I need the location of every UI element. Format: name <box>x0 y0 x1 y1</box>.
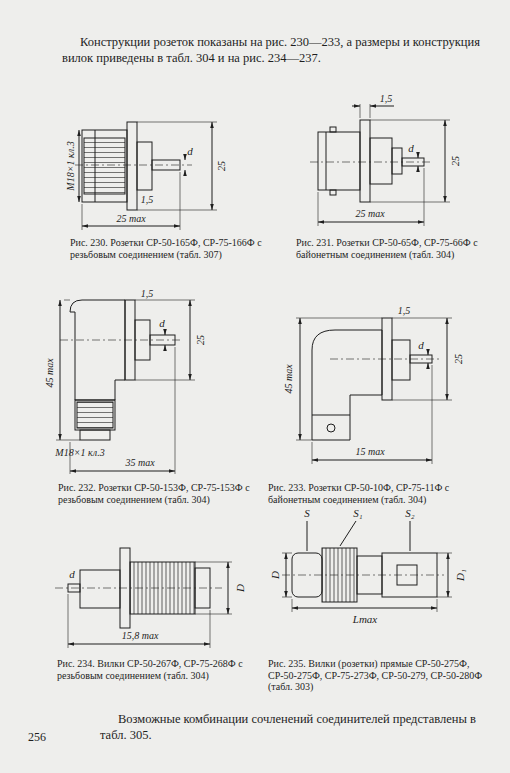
socket-231 <box>310 104 450 226</box>
socket-230 <box>75 122 217 230</box>
dimension-label: d <box>187 145 193 158</box>
callout-letter: S₁ <box>353 507 362 520</box>
figure-caption: Рис. 232. Розетки СР-50-153Ф, СР-75-153Ф… <box>58 482 263 505</box>
paragraph-text: Возможные комбинации сочленений соединит… <box>100 711 500 744</box>
dimension-label: D <box>234 584 247 592</box>
dimension-label: 45 max <box>283 364 295 393</box>
plug-235 <box>282 521 452 612</box>
dimension-label: Lmax <box>353 613 377 626</box>
page-number: 256 <box>28 731 46 745</box>
callout-letter: S <box>304 507 310 520</box>
callout-letter: S₂ <box>405 507 414 520</box>
dimension-label: 25 <box>450 156 462 166</box>
socket-233 <box>296 318 452 464</box>
dimension-label: 1,5 <box>141 194 154 206</box>
dimension-label: d <box>69 568 75 581</box>
dimension-label: 1,5 <box>398 305 411 317</box>
dimension-label: 25 max <box>116 213 145 225</box>
dimension-label: 15,8 max <box>122 630 159 642</box>
dimension-label: 1,5 <box>380 93 393 105</box>
plug-234 <box>55 548 232 648</box>
figure-caption: Рис. 233. Розетки СР-50-10Ф, СР-75-11Ф с… <box>268 482 490 505</box>
dimension-label: d <box>418 339 424 352</box>
figure-caption: Рис. 231. Розетки СР-50-65Ф, СР-75-66Ф с… <box>296 237 496 260</box>
dimension-label: 25 <box>216 161 228 171</box>
dimension-label: 45 max <box>44 358 56 387</box>
dimension-label: d <box>408 142 414 155</box>
dimension-label: 25 max <box>355 208 384 220</box>
figure-caption: Рис. 234. Вилки СР-50-267Ф, СР-75-268Ф с… <box>57 658 257 681</box>
paragraph-text: Конструкции розеток показаны на рис. 230… <box>62 34 494 67</box>
dimension-label: 25 <box>453 354 465 364</box>
figure-caption: Рис. 230. Розетки СР-50-165Ф, СР-75-166Ф… <box>70 237 270 260</box>
dimension-label: D <box>269 571 282 579</box>
thread-dimension: M18×1 кл.3 <box>65 141 77 190</box>
figure-caption: Рис. 235. Вилки (розетки) прямые СР-50-2… <box>268 658 494 693</box>
socket-232 <box>56 300 195 474</box>
dimension-label: 25 <box>195 335 207 345</box>
dimension-label: D₁ <box>454 569 467 581</box>
dimension-label: 1,5 <box>141 288 154 300</box>
dimension-label: 15 max <box>355 446 384 458</box>
dimension-label: 35 max <box>125 457 154 469</box>
dimension-label: d <box>159 317 165 330</box>
thread-dimension: M18×1 кл.3 <box>55 447 104 459</box>
